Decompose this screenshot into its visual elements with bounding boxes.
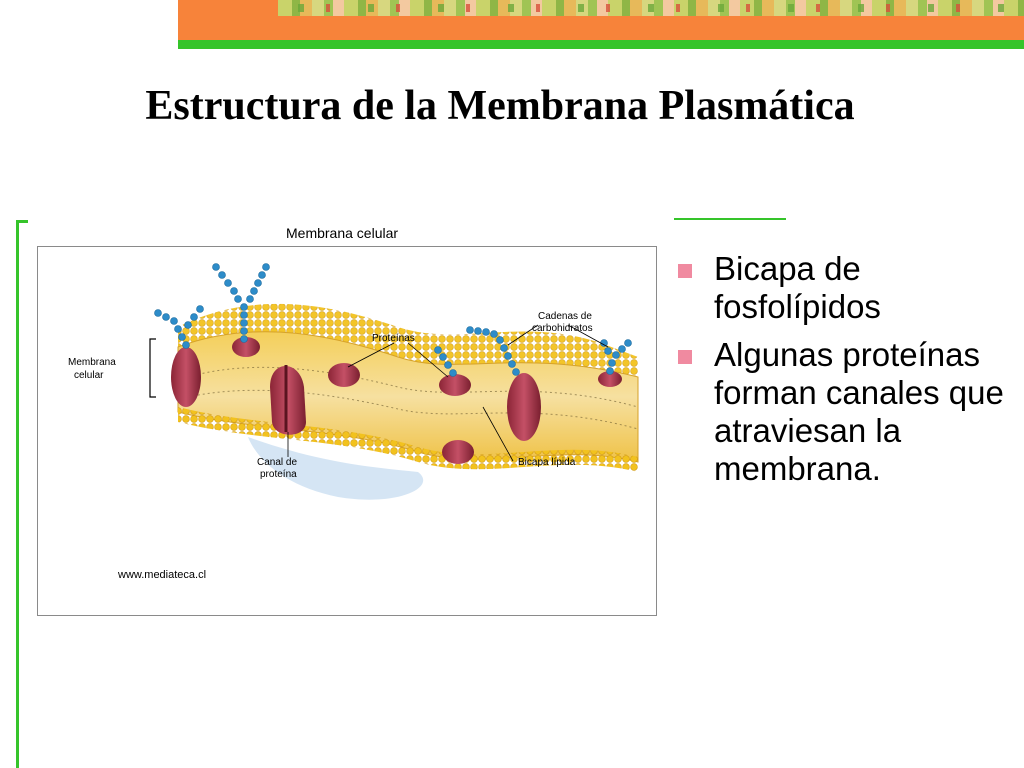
bullet-item: Algunas proteínas forman canales que atr… [678, 336, 1008, 488]
protein [439, 374, 471, 396]
bullet-text: Algunas proteínas forman canales que atr… [714, 336, 1004, 487]
bullet-item: Bicapa de fosfolípidos [678, 250, 1008, 326]
floral-accent [278, 4, 1024, 12]
bullet-list: Bicapa de fosfolípidos Algunas proteínas… [678, 250, 1008, 498]
membrane-bottom-heads [178, 407, 638, 472]
figure-caption: Membrana celular [286, 225, 399, 241]
label-proteins: Proteínas [372, 333, 415, 344]
slide-title: Estructura de la Membrana Plasmática [145, 83, 855, 129]
protein [442, 440, 474, 464]
top-banner [178, 0, 1024, 40]
protein [598, 371, 622, 387]
protein [232, 337, 260, 357]
banner-green-line [178, 40, 1024, 49]
left-bracket-cap [16, 220, 28, 223]
protein [328, 363, 360, 387]
protein-channel [270, 366, 306, 435]
protein [171, 347, 201, 407]
left-bracket [16, 220, 19, 768]
label-bilayer: Bicapa lípida [518, 457, 576, 468]
figure-source: www.mediateca.cl [118, 569, 207, 581]
protein [507, 373, 541, 441]
green-divider [674, 218, 786, 220]
bullet-square-icon [678, 264, 692, 278]
carbohydrate-chains [154, 263, 632, 377]
bullet-text: Bicapa de fosfolípidos [714, 250, 881, 325]
bullet-square-icon [678, 350, 692, 364]
